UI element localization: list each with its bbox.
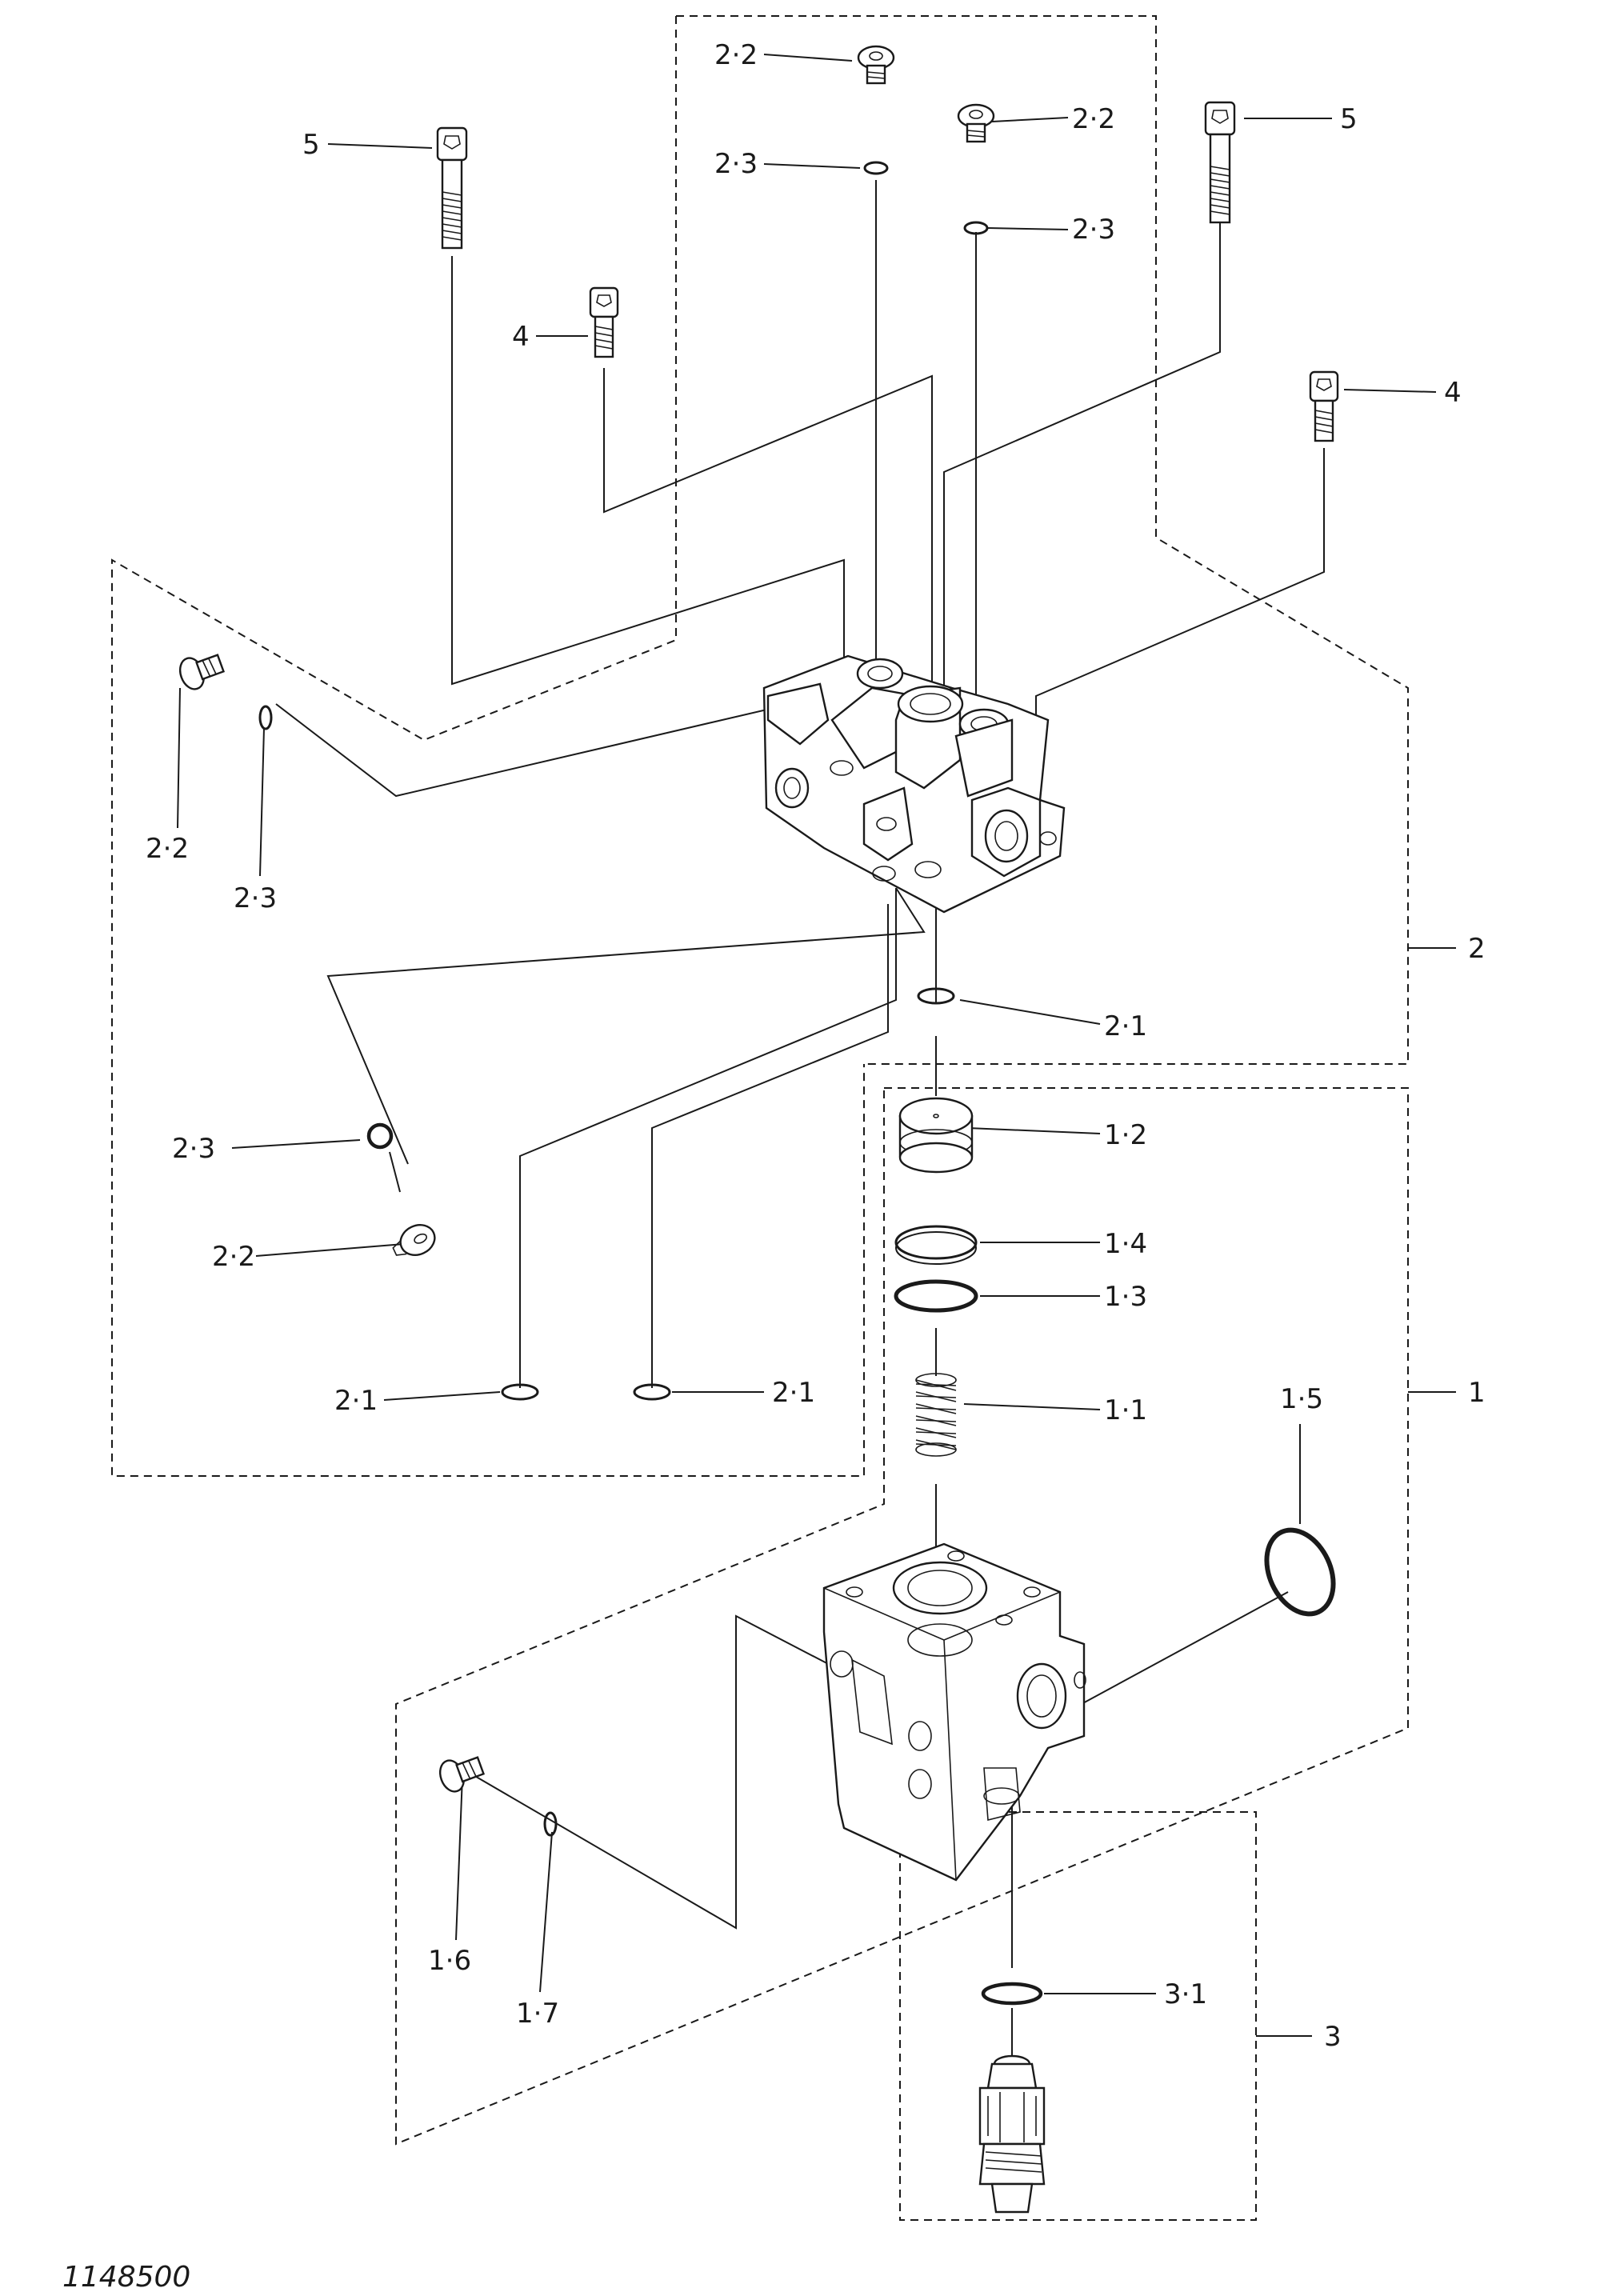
o-ring-1-5 bbox=[1264, 1527, 1336, 1617]
callout-2-2-side: 2·2 bbox=[146, 833, 189, 865]
piston-1-2 bbox=[898, 1097, 974, 1174]
o-ring-2-3-side bbox=[258, 705, 273, 730]
valve-block-lower bbox=[822, 1542, 1086, 1882]
plug-2-2-side bbox=[178, 654, 226, 690]
callout-2-1-center: 2·1 bbox=[1104, 1010, 1147, 1042]
bolt-4-left bbox=[589, 286, 619, 358]
cartridge-3 bbox=[978, 2054, 1046, 2214]
callout-3-1: 3·1 bbox=[1164, 1978, 1207, 2010]
callout-2-2-lower: 2·2 bbox=[212, 1241, 255, 1273]
callout-1-1: 1·1 bbox=[1104, 1394, 1147, 1426]
callout-1-3: 1·3 bbox=[1104, 1281, 1147, 1313]
figure-number: 1148500 bbox=[62, 2261, 190, 2294]
bolt-5-left bbox=[436, 126, 468, 250]
callout-2-1-left: 2·1 bbox=[334, 1385, 378, 1417]
callout-2-3-lower: 2·3 bbox=[172, 1133, 215, 1165]
callout-2-1-right: 2·1 bbox=[772, 1377, 815, 1409]
o-ring-2-1-right bbox=[633, 1383, 671, 1401]
callout-2-2-top: 2·2 bbox=[714, 39, 758, 71]
bolt-5-right bbox=[1204, 101, 1236, 224]
callout-4-left: 4 bbox=[512, 321, 530, 353]
o-ring-1-3 bbox=[894, 1279, 978, 1313]
assembly-lines bbox=[275, 180, 1325, 2056]
callout-group-2: 2 bbox=[1468, 933, 1486, 965]
group-2-boundary bbox=[111, 15, 1409, 1477]
callout-group-3: 3 bbox=[1324, 2021, 1342, 2053]
callout-5-left: 5 bbox=[302, 129, 320, 161]
group-1-boundary bbox=[395, 1087, 1409, 2146]
plug-2-2-top bbox=[857, 45, 895, 85]
o-ring-2-1-left bbox=[501, 1383, 539, 1401]
callout-2-2-right: 2·2 bbox=[1072, 103, 1115, 135]
plug-1-6 bbox=[438, 1756, 486, 1793]
callout-5-right: 5 bbox=[1340, 103, 1358, 135]
o-ring-2-1-center bbox=[917, 987, 955, 1005]
o-ring-2-3-right bbox=[963, 221, 989, 235]
o-ring-3-1 bbox=[981, 1982, 1043, 2006]
o-ring-2-3-top bbox=[863, 161, 889, 175]
callout-2-3-right: 2·3 bbox=[1072, 214, 1115, 246]
callout-2-3-top: 2·3 bbox=[714, 148, 758, 180]
callout-1-5: 1·5 bbox=[1280, 1383, 1323, 1415]
callout-leaders bbox=[177, 54, 1456, 2037]
plug-2-2-lower bbox=[392, 1224, 436, 1256]
callout-1-2: 1·2 bbox=[1104, 1119, 1147, 1151]
o-ring-1-7 bbox=[543, 1811, 558, 1837]
callout-1-7: 1·7 bbox=[516, 1998, 559, 2030]
group-3-boundary bbox=[899, 1811, 1257, 2221]
callout-2-3-side: 2·3 bbox=[234, 882, 277, 914]
bolt-4-right bbox=[1309, 370, 1339, 442]
callout-group-1: 1 bbox=[1468, 1377, 1486, 1409]
callout-4-right: 4 bbox=[1444, 377, 1462, 409]
ring-1-4 bbox=[894, 1225, 978, 1265]
callout-1-6: 1·6 bbox=[428, 1945, 471, 1977]
spring-1-1 bbox=[915, 1373, 957, 1457]
callout-labels: 2·2 2·3 2·2 2·3 5 5 4 4 2·2 2·3 2 2·1 1·… bbox=[146, 39, 1486, 2053]
callout-1-4: 1·4 bbox=[1104, 1228, 1147, 1260]
o-ring-2-3-lower bbox=[366, 1122, 394, 1150]
plug-2-2-right bbox=[957, 103, 995, 143]
valve-block-upper bbox=[762, 654, 1066, 914]
